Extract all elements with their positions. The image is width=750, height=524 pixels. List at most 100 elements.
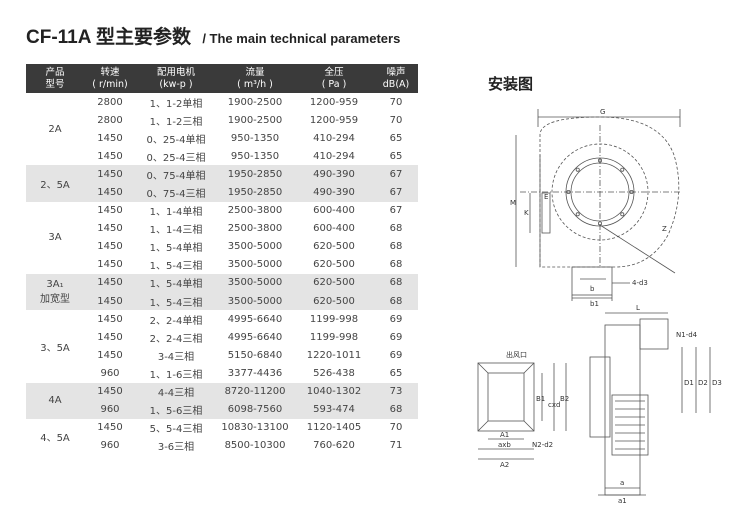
table-cell: 70: [389, 96, 403, 108]
table-cell: 0、75-4三相: [136, 183, 216, 202]
drawing-title: 安装图: [488, 75, 534, 93]
table-cell: 490-390: [294, 165, 374, 184]
motor-fins: [615, 400, 645, 450]
table-cell: 0、75-4单相: [136, 165, 216, 184]
table-cell: 1450: [97, 241, 123, 253]
table-cell: 1450: [84, 183, 136, 202]
table-cell: 1450: [84, 292, 136, 311]
table-cell: 5150-6840: [227, 349, 283, 361]
fan-side-view: [589, 312, 711, 496]
table-cell: 1450: [84, 273, 136, 293]
table-cell: 69: [389, 313, 403, 325]
table-cell: 1、5-4单相: [136, 273, 216, 293]
table-cell: 2500-3800: [227, 223, 283, 235]
table-cell: 1220-1011: [306, 349, 362, 361]
table-cell: 68: [389, 241, 403, 253]
table-cell: 68: [374, 273, 418, 293]
table-cell: 410-294: [313, 132, 355, 144]
table-cell: 1、5-4单相: [149, 243, 203, 255]
table-cell: 1、5-4三相: [149, 261, 203, 273]
table-cell: 1200-959: [309, 114, 359, 126]
model-cell: 3A: [26, 202, 84, 274]
table-cell: 70: [389, 114, 403, 126]
table-cell: 960: [100, 367, 120, 379]
column-header-line: 产品: [45, 66, 65, 78]
table-cell: 1450: [97, 223, 123, 235]
table-cell: 1450: [97, 205, 123, 217]
table-cell: 1900-2500: [227, 96, 283, 108]
table-cell: 3500-5000: [216, 273, 294, 293]
table-cell: 1950-2850: [216, 183, 294, 202]
label-d1: D1: [684, 379, 694, 387]
table-cell: 3377-4436: [227, 367, 283, 379]
table-cell: 620-500: [313, 259, 355, 271]
table-cell: 620-500: [294, 273, 374, 293]
column-header: 产品型号: [26, 64, 84, 93]
model-name: 3A: [48, 232, 62, 244]
column-header-line: 转速: [100, 66, 120, 78]
table-cell: 69: [389, 349, 403, 361]
table-cell: 3-4三相: [157, 351, 195, 363]
label-l: L: [636, 304, 640, 312]
installation-drawing: G M K E Z b b1 4-d3 L N1-d4 D1 D2 D3 a a…: [477, 108, 722, 505]
model-name: 2A: [48, 123, 62, 135]
motor-side: [589, 356, 611, 438]
label-a1-outlet: A1: [500, 431, 509, 439]
column-header-line: ( m³/h ): [237, 78, 273, 90]
page-title: CF-11A 型主要参数 / The main technical parame…: [26, 22, 400, 49]
table-cell: 1900-2500: [227, 114, 283, 126]
table-cell: 65: [389, 132, 403, 144]
model-cell: 2、5A: [26, 165, 84, 202]
table-cell: 1、1-4单相: [149, 207, 203, 219]
table-cell: 1450: [97, 313, 123, 325]
label-e: E: [544, 193, 548, 201]
column-header-line: 全压: [324, 66, 344, 78]
table-cell: 960: [84, 400, 136, 419]
bolt-hole: [575, 212, 580, 217]
outlet-flange: [541, 192, 551, 234]
table-cell: 1450: [84, 382, 136, 401]
table-cell: 0、25-4单相: [146, 134, 206, 146]
table-cell: 1、1-2单相: [149, 98, 203, 110]
label-4d3: 4-d3: [632, 279, 648, 287]
table-cell: 1、5-4三相: [136, 292, 216, 311]
table-cell: 10830-13100: [221, 422, 289, 434]
label-axb: axb: [498, 441, 511, 449]
column-header-line: 流量: [245, 66, 265, 78]
outlet-corner-tl: [477, 362, 489, 374]
label-b2: B2: [560, 395, 569, 403]
label-a: a: [620, 479, 624, 487]
table-cell: 68: [389, 259, 403, 271]
table-cell: 2、2-4三相: [149, 333, 203, 345]
table-cell: 600-400: [313, 223, 355, 235]
label-m: M: [510, 199, 516, 207]
table-cell: 1450: [97, 259, 123, 271]
label-n2d2: N2-d2: [532, 441, 553, 449]
label-b1-outlet: B1: [536, 395, 545, 403]
base-block: [571, 266, 613, 296]
column-header-line: 噪声: [386, 66, 406, 78]
header-row: 产品型号转速( r/min)配用电机(kw-p )流量( m³/h )全压( P…: [26, 64, 418, 93]
label-d2: D2: [698, 379, 708, 387]
column-header-line: dB(A): [382, 78, 410, 90]
column-header: 转速( r/min): [84, 64, 136, 93]
table-cell: 1450: [97, 132, 123, 144]
bolt-hole: [575, 167, 580, 172]
table-cell: 67: [374, 183, 418, 202]
table-cell: 1、1-2三相: [149, 116, 203, 128]
